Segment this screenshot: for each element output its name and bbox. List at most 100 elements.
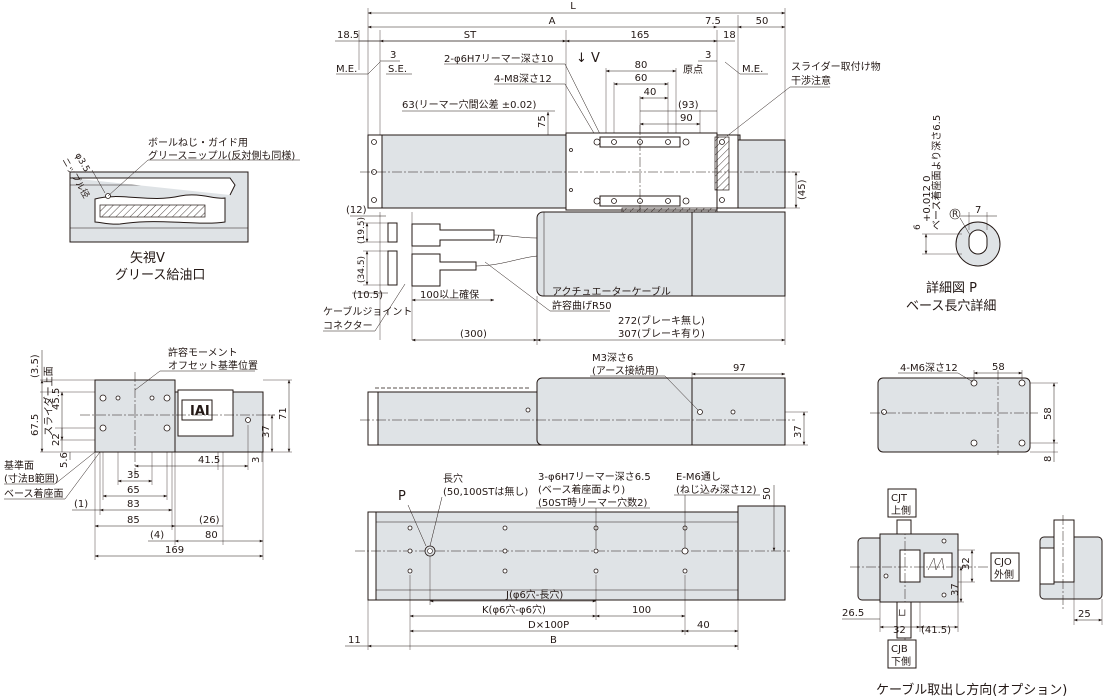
grease-view: ボールねじ・ガイド用 グリースニップル(反対側も同様) φ3.5 ニップル径 矢… bbox=[59, 137, 300, 283]
opt-32-h: 32 bbox=[893, 625, 906, 636]
cjo-1: CJO bbox=[994, 557, 1012, 568]
label-earth: (アース接続用) bbox=[592, 364, 659, 377]
grease-caption-2: グリース給油口 bbox=[115, 268, 205, 283]
dim-B: B bbox=[550, 635, 557, 646]
dim-83: 83 bbox=[127, 499, 140, 510]
dim-12: (12) bbox=[346, 205, 367, 216]
end-view: IAI 67.5 (3.5) スライダー上面 45.5 22 5.6 71 bbox=[4, 346, 292, 560]
len-2: 307(ブレーキ有り) bbox=[618, 327, 705, 340]
detail-caption-2: ベース長穴詳細 bbox=[906, 298, 996, 314]
em6-2: (ねじ込み深さ12) bbox=[676, 484, 757, 496]
reamer3-1: 3-φ6H7リーマー深さ6.5 bbox=[538, 471, 651, 483]
label-reamer2: 2-φ6H7リーマー深さ10 bbox=[444, 53, 554, 65]
dim-50: 50 bbox=[756, 16, 769, 27]
dim-40: 40 bbox=[644, 87, 657, 98]
dim-60: 60 bbox=[635, 73, 648, 84]
label-se: S.E. bbox=[388, 64, 407, 75]
dim-65: 65 bbox=[127, 485, 140, 496]
top-view: L A 7.5 50 18.5 ST 165 18 3 3 M.E. S.E. … bbox=[335, 1, 881, 215]
em6-1: E-M6通し bbox=[676, 471, 721, 483]
opt-41-5: (41.5) bbox=[921, 625, 951, 636]
dim-34-5: (34.5) bbox=[357, 256, 367, 283]
bottom-view: P 長穴 (50,100STは無し) 3-φ6H7リーマー深さ6.5 (ベース着… bbox=[345, 471, 790, 650]
dim-45-5: 45.5 bbox=[51, 388, 62, 410]
cable-label-1: アクチュエーターケーブル bbox=[552, 285, 671, 298]
label-slider-top: スライダー上面 bbox=[42, 366, 55, 436]
dim-90: 90 bbox=[680, 113, 693, 124]
dim-93: (93) bbox=[678, 100, 699, 111]
dim-K: K(φ6穴-φ6穴) bbox=[482, 603, 546, 616]
svg-text:コ: コ bbox=[896, 608, 906, 617]
reamer3-2: (ベース着座面より) bbox=[538, 483, 625, 496]
dim-ST: ST bbox=[464, 30, 477, 41]
dim-J: J(φ6穴-長穴) bbox=[505, 588, 563, 601]
dim-7-5: 7.5 bbox=[705, 16, 721, 27]
grease-caption-1: 矢視V bbox=[130, 251, 165, 266]
cable-label-2: 許容曲げR50 bbox=[552, 299, 612, 312]
dim-71: 71 bbox=[278, 407, 289, 420]
dim-169: 169 bbox=[165, 545, 184, 556]
label-me-right: M.E. bbox=[742, 64, 763, 75]
dim-75: 75 bbox=[537, 115, 548, 128]
label-m3: M3深さ6 bbox=[592, 352, 633, 364]
label-me-left: M.E. bbox=[336, 64, 357, 75]
side-view: M3深さ6 (アース接続用) 97 37 bbox=[360, 352, 808, 446]
dim-100-bottom: 100 bbox=[632, 605, 651, 616]
dim-80-end: 80 bbox=[205, 530, 218, 541]
dim-18: 18 bbox=[723, 30, 736, 41]
slot-1: 長穴 bbox=[443, 472, 463, 485]
detail-6: 6 bbox=[913, 224, 923, 230]
cjo-2: 外側 bbox=[994, 568, 1014, 581]
option-caption: ケーブル取出し方向(オプション) bbox=[876, 682, 1067, 698]
opt-25: 25 bbox=[1078, 609, 1091, 620]
dim-22: 22 bbox=[51, 433, 62, 446]
dim-37: 37 bbox=[261, 425, 272, 438]
detail-caption-1: 詳細図 P bbox=[926, 280, 977, 296]
label-m6: 4-M6深さ12 bbox=[900, 362, 958, 374]
label-m8: 4-M8深さ12 bbox=[494, 73, 552, 85]
label-P: P bbox=[398, 489, 406, 504]
dim-100: 100以上確保 bbox=[420, 288, 479, 301]
cjt-2: 上側 bbox=[891, 504, 911, 517]
opt-32-v: 32 bbox=[961, 557, 972, 570]
grease-note-1: ボールねじ・ガイド用 bbox=[148, 137, 248, 149]
dim-45: (45) bbox=[797, 179, 808, 200]
reamer3-3: (50ST時リーマー穴数2) bbox=[538, 496, 647, 509]
cjt-1: CJT bbox=[891, 493, 908, 504]
label-reamer-pitch: 63(リーマー穴間公差 ±0.02) bbox=[402, 98, 536, 111]
joint-label-2: コネクター bbox=[323, 320, 373, 332]
dim-4: (4) bbox=[150, 530, 164, 541]
label-genten: 原点 bbox=[683, 64, 703, 76]
dim-8: 8 bbox=[1043, 456, 1054, 462]
cjb-1: CJB bbox=[891, 644, 908, 655]
svg-text://: // bbox=[496, 234, 503, 245]
dim-58-h: 58 bbox=[992, 362, 1005, 373]
view-v-arrow: ↓ V bbox=[576, 51, 600, 66]
dim-5-6: 5.6 bbox=[59, 452, 70, 468]
label-slider-note-2: 干渉注意 bbox=[791, 74, 831, 87]
dim-58-v: 58 bbox=[1043, 407, 1054, 420]
dim-3-left: 3 bbox=[390, 50, 396, 61]
motor-cable-view: // (12) (19.5) (34.5) (10.5) 100以上確保 (30… bbox=[323, 205, 786, 345]
dim-35: 35 bbox=[127, 470, 140, 481]
joint-label-1: ケーブルジョイント bbox=[323, 305, 412, 318]
grease-note-2: グリースニップル(反対側も同様) bbox=[148, 149, 295, 162]
detail-note: ベース着座面より深さ6.5 bbox=[930, 115, 943, 230]
moment-2: オフセット基準位置 bbox=[168, 359, 258, 372]
dim-10-5: (10.5) bbox=[353, 290, 383, 301]
slot-2: (50,100STは無し) bbox=[443, 485, 528, 498]
detail-p: 6 +0.012 0 ベース着座面より深さ6.5 R 7 詳細図 P ベース長穴… bbox=[906, 115, 1001, 314]
label-slider-note-1: スライダー取付け物 bbox=[791, 60, 881, 73]
dim-3-5: (3.5) bbox=[30, 354, 41, 378]
base-face: ベース着座面 bbox=[4, 487, 64, 500]
dim-97: 97 bbox=[733, 363, 746, 374]
ref-2: (寸法B範囲) bbox=[4, 472, 59, 485]
dim-41-5: 41.5 bbox=[198, 455, 220, 466]
dim-37-side: 37 bbox=[793, 425, 804, 438]
iai-logo: IAI bbox=[190, 404, 210, 419]
dim-L: L bbox=[570, 1, 576, 12]
dim-19-5: (19.5) bbox=[357, 217, 367, 244]
dim-300: (300) bbox=[460, 329, 487, 340]
dim-165: 165 bbox=[630, 30, 649, 41]
